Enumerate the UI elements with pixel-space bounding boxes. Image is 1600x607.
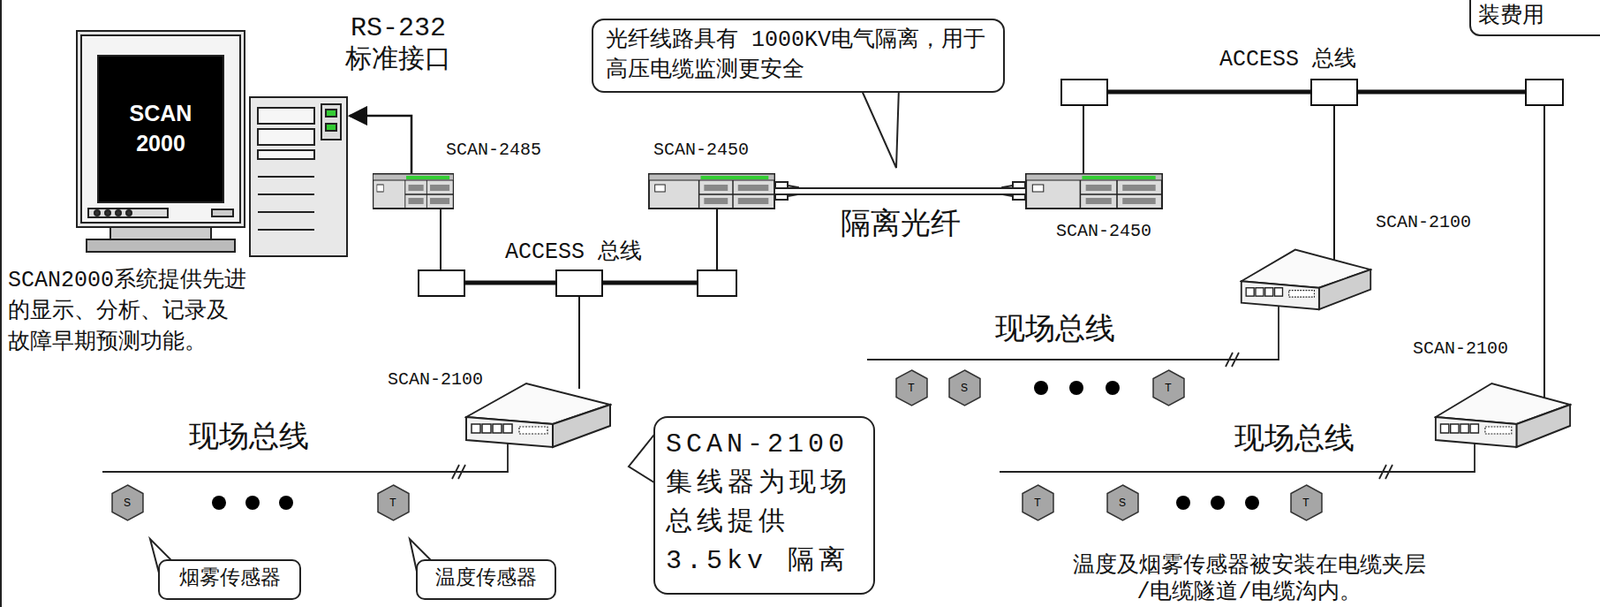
sensor-letter: T	[1033, 496, 1041, 509]
rs232-wire	[349, 115, 412, 174]
callout-text: 光纤线路具有 1000KV电气隔离，用于高压电缆监测更安全	[605, 25, 991, 86]
sensor-node: T	[895, 369, 929, 407]
fiber-core	[775, 188, 1026, 194]
device-label: SCAN-2485	[445, 139, 542, 161]
computer-tower	[249, 97, 348, 257]
callout-bubble: SCAN-2100 集线器为现场总线提供 3.5kv 隔离	[653, 415, 876, 595]
callout-bubble: 光纤线路具有 1000KV电气隔离，用于高压电缆监测更安全	[591, 18, 1005, 93]
hub-device	[1433, 377, 1572, 449]
callout-text: 温度传感器	[424, 566, 548, 593]
monitor-screen: SCAN 2000	[97, 54, 225, 204]
converter-device: SCAN-2485	[372, 173, 454, 210]
frame-line	[0, 0, 2, 607]
hub-device	[464, 377, 612, 449]
fiber-cable	[775, 187, 1026, 196]
sensor-letter: S	[123, 496, 131, 509]
sensor-node: T	[1021, 483, 1055, 521]
bus-label: 现场总线	[1234, 423, 1355, 456]
hub-device	[1239, 244, 1373, 311]
rack-device	[1025, 173, 1163, 210]
sensor-node: T	[377, 483, 410, 521]
bus-label: ACCESS 总线	[505, 240, 642, 265]
rack-device	[372, 173, 454, 210]
callout-label: 温度传感器	[415, 558, 557, 600]
sensor-node: T	[1290, 483, 1323, 521]
sensor-node: S	[948, 369, 982, 407]
sensor-letter: S	[960, 381, 968, 394]
fiber-device: SCAN-2450	[1025, 173, 1163, 210]
hub-device: SCAN-2100	[464, 377, 612, 449]
screen-text: SCAN 2000	[116, 98, 205, 159]
device-label: SCAN-2100	[1412, 338, 1509, 360]
bus-label: 现场总线	[995, 314, 1116, 347]
device-label: SCAN-2450	[1056, 220, 1152, 242]
rack-device	[648, 173, 776, 210]
device-label: SCAN-2100	[1375, 211, 1472, 234]
monitor-symbol	[76, 30, 245, 252]
sensor-node: T	[1152, 369, 1185, 407]
sensor-letter: T	[1164, 381, 1171, 394]
description-text: SCAN2000系统提供先进 的显示、分析、记录及 故障早期预测功能。	[7, 264, 260, 358]
callout-label: 烟雾传感器	[158, 558, 302, 600]
bus-label: ACCESS 总线	[1219, 47, 1357, 73]
fiber-plug	[775, 181, 1026, 200]
interface-label: RS-232 标准接口	[336, 12, 461, 76]
callout-text: SCAN-2100 集线器为现场总线提供 3.5kv 隔离	[665, 424, 863, 581]
sensor-node: S	[1106, 483, 1140, 521]
bus-label: 现场总线	[188, 422, 310, 454]
sensor-letter: T	[1302, 496, 1309, 509]
access-bus	[418, 209, 737, 389]
sensor-letter: T	[389, 496, 396, 509]
hub-device: SCAN-2100	[1239, 244, 1373, 311]
device-label: SCAN-2450	[653, 139, 749, 161]
edge-label: 隔离光纤	[837, 209, 965, 242]
note-box: 装费用	[1469, 0, 1600, 37]
sensor-letter: S	[1118, 496, 1126, 509]
sensor-letter: T	[907, 381, 914, 394]
device-label: SCAN-2100	[387, 369, 484, 391]
note-text: 温度及烟雾传感器被安装在电缆夹层 /电缆隧道/电缆沟内。	[1064, 552, 1434, 606]
note-text: 装费用	[1478, 2, 1595, 32]
sensor-node: S	[111, 483, 144, 521]
fiber-device: SCAN-2450	[648, 173, 776, 210]
callout-text: 烟雾传感器	[166, 566, 293, 593]
hub-device: SCAN-2100	[1433, 377, 1572, 449]
